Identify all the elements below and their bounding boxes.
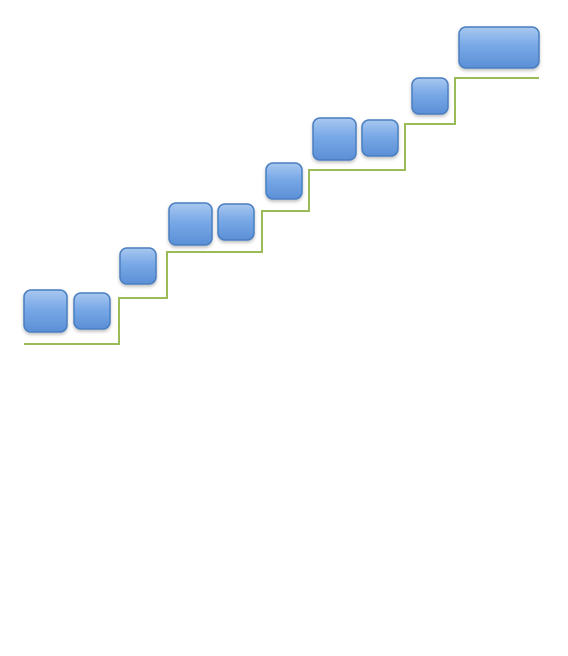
staircase-line	[24, 77, 539, 345]
block-step2-b	[217, 203, 255, 241]
block-step3-b	[361, 119, 399, 157]
blocks-group	[23, 26, 540, 333]
block-riser1	[119, 247, 157, 285]
block-riser3	[411, 77, 449, 115]
block-top	[458, 26, 540, 69]
block-step1-a	[23, 289, 68, 333]
block-riser2	[265, 162, 303, 200]
block-step2-a	[168, 202, 213, 246]
block-step3-a	[312, 117, 357, 161]
block-step1-b	[73, 292, 111, 330]
